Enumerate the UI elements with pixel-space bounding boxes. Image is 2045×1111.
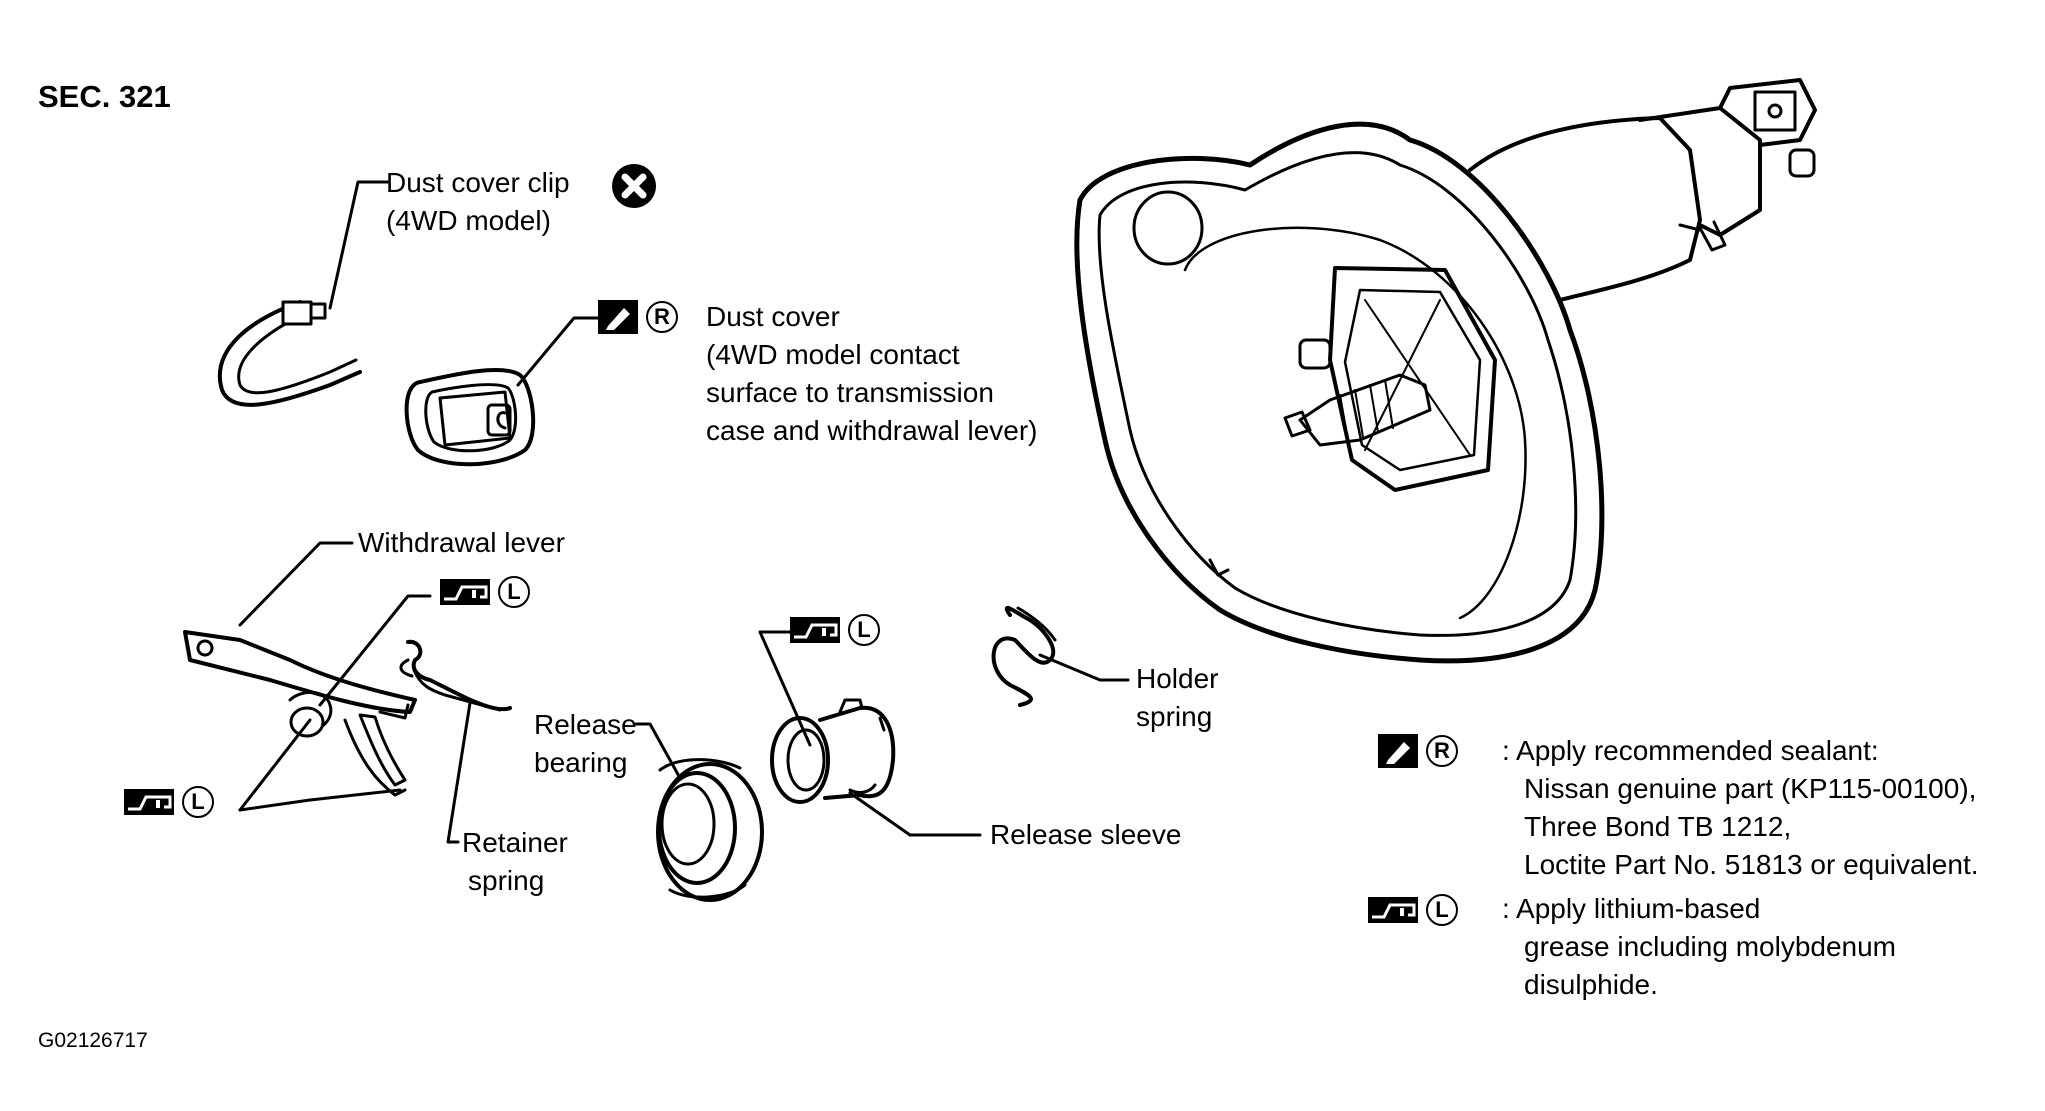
sealant-icon bbox=[1378, 734, 1418, 768]
label-retainer-spring-1: Retainer bbox=[462, 827, 568, 858]
sealant-letter-badge: R bbox=[1426, 735, 1458, 767]
dust-cover-drawing bbox=[404, 368, 536, 467]
legend-sealant-line-1: : Apply recommended sealant: bbox=[1502, 735, 1879, 766]
retainer-spring-drawing bbox=[399, 639, 512, 712]
legend-grease-line-2: grease including molybdenum bbox=[1524, 931, 1896, 962]
leader-release-sleeve-grease bbox=[758, 630, 812, 747]
release-sleeve-drawing bbox=[770, 698, 896, 804]
grease-letter-badge: L bbox=[498, 576, 530, 608]
leader-withdrawal-lever-grease bbox=[318, 594, 432, 707]
withdrawal-lever-grease-symbols: L bbox=[440, 576, 530, 608]
leader-release-bearing bbox=[634, 722, 682, 780]
lever-bottom-grease-symbols: L bbox=[124, 786, 214, 818]
leader-holder-spring bbox=[1038, 653, 1130, 682]
label-retainer-spring-2: spring bbox=[468, 865, 545, 896]
grease-icon bbox=[440, 579, 490, 605]
label-withdrawal-lever: Withdrawal lever bbox=[358, 527, 565, 558]
dust-cover-symbols: R bbox=[598, 300, 678, 334]
leader-dust-cover-clip bbox=[328, 180, 390, 310]
sealant-letter-badge: R bbox=[646, 301, 678, 333]
do-not-reuse-icon bbox=[612, 164, 656, 208]
legend-sealant-line-3: Three Bond TB 1212, bbox=[1524, 811, 1792, 842]
section-number: SEC. 321 bbox=[38, 79, 171, 114]
grease-letter-badge: L bbox=[1426, 894, 1458, 926]
figure-code: G02126717 bbox=[38, 1029, 148, 1052]
legend-sealant-line-4: Loctite Part No. 51813 or equivalent. bbox=[1524, 849, 1979, 880]
leader-release-sleeve bbox=[848, 791, 982, 837]
sealant-icon bbox=[598, 300, 638, 334]
transmission-case-drawing bbox=[1074, 78, 1817, 664]
label-release-bearing-2: bearing bbox=[534, 747, 628, 778]
release-bearing-drawing bbox=[656, 758, 764, 902]
grease-letter-badge: L bbox=[848, 614, 880, 646]
grease-letter-badge: L bbox=[182, 786, 214, 818]
label-dust-cover-clip-1: Dust cover clip bbox=[386, 167, 570, 198]
leader-dust-cover bbox=[516, 316, 600, 387]
label-release-sleeve: Release sleeve bbox=[990, 819, 1182, 850]
label-dust-cover-4: case and withdrawal lever) bbox=[706, 415, 1038, 446]
label-dust-cover-clip-2: (4WD model) bbox=[386, 205, 551, 236]
grease-icon bbox=[790, 617, 840, 643]
label-dust-cover-3: surface to transmission bbox=[706, 377, 994, 408]
legend-sealant-line-2: Nissan genuine part (KP115-00100), bbox=[1524, 773, 1977, 804]
grease-icon bbox=[124, 789, 174, 815]
leader-lever-grease-bottom bbox=[238, 788, 402, 812]
legend-grease-symbols: L bbox=[1368, 894, 1458, 926]
leader-retainer-spring bbox=[446, 701, 472, 844]
leader-lever-grease-bottom2 bbox=[238, 718, 312, 812]
leader-withdrawal-lever bbox=[238, 541, 354, 627]
label-holder-spring-2: spring bbox=[1136, 701, 1213, 732]
label-release-bearing-1: Release bbox=[534, 709, 637, 740]
legend-grease-line-1: : Apply lithium-based bbox=[1502, 893, 1761, 924]
release-sleeve-grease-symbols: L bbox=[790, 614, 880, 646]
dust-cover-clip-drawing bbox=[218, 300, 362, 407]
legend-grease-line-3: disulphide. bbox=[1524, 969, 1658, 1000]
holder-spring-drawing bbox=[991, 605, 1057, 707]
label-dust-cover-1: Dust cover bbox=[706, 301, 840, 332]
label-dust-cover-2: (4WD model contact bbox=[706, 339, 960, 370]
grease-icon bbox=[1368, 897, 1418, 923]
legend-sealant-symbols: R bbox=[1378, 734, 1458, 768]
label-holder-spring-1: Holder bbox=[1136, 663, 1219, 694]
withdrawal-lever-drawing bbox=[183, 630, 417, 797]
